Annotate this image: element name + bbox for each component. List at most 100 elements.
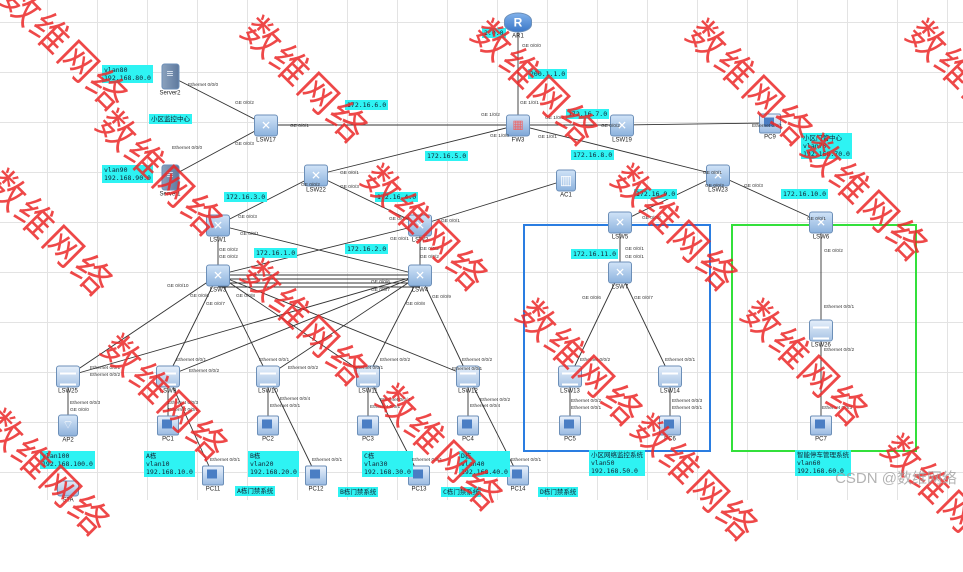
device-lsw17[interactable]: LSW17 [254, 114, 278, 144]
device-pc7[interactable]: PC7 [810, 415, 832, 443]
port-label: Ethernet 0/0/2 [580, 358, 611, 363]
port-label: GE 0/0/2 [235, 101, 254, 106]
link-lsw10-pc12 [267, 375, 317, 476]
b-door-system-tag: B栋门禁系统 [338, 487, 379, 497]
device-lsw5[interactable]: LSW5 [608, 211, 632, 241]
link-lsw22-lsw2 [315, 174, 421, 226]
port-label: GE 0/0/3 [389, 217, 408, 222]
port-label: GE 0/0/0 [522, 44, 541, 49]
port-label: GE 1/0/3 [545, 116, 564, 121]
pc-icon [457, 415, 479, 436]
monitor-center-tag: 小区监控中心 [149, 114, 192, 124]
ap2-vlan-tag: vlan100 192.168.100.0 [40, 451, 95, 469]
port-label: Ethernet 0/0/1 [752, 124, 783, 129]
device-lsw1[interactable]: LSW1 [206, 214, 230, 244]
port-label: Ethernet 0/0/1 [168, 408, 199, 413]
switch-icon [608, 261, 632, 284]
pc-icon [157, 415, 179, 436]
video-system-tag: 小区网络监控系统 vlan50 192.168.50.0 [589, 450, 645, 476]
port-label: GE 1/0/2 [481, 113, 500, 118]
device-lsw19[interactable]: LSW19 [610, 114, 634, 144]
subnet-tag-172-16-7: 172.16.7.0 [566, 109, 610, 119]
link-lsw3-lsw12 [217, 274, 469, 377]
device-ap2[interactable]: AP2 [58, 414, 78, 444]
device-label: PC9 [764, 134, 776, 141]
port-label: Ethernet 0/0/2 [571, 399, 602, 404]
device-server1[interactable]: Server1 [159, 164, 181, 198]
device-label: PC6 [664, 436, 676, 443]
port-label: Ethernet 0/0/1 [176, 358, 207, 363]
device-pc5[interactable]: PC5 [559, 415, 581, 443]
device-lsw9[interactable]: LSW9 [156, 365, 180, 395]
device-label: LSW23 [708, 187, 728, 194]
switch-icon [706, 164, 730, 187]
port-label: Ethernet 0/0/0 [172, 146, 203, 151]
link-fw3-lsw23 [517, 124, 719, 176]
port-label: GE 1/0/1 [538, 135, 557, 140]
port-label: GE 0/0/2 [420, 247, 439, 252]
device-label: Server1 [159, 191, 181, 198]
device-lsw3[interactable]: LSW3 [206, 264, 230, 294]
device-sta[interactable]: STA [57, 480, 79, 504]
device-lsw23[interactable]: LSW23 [706, 164, 730, 194]
device-label: LSW7 [611, 284, 629, 291]
subnet-tag-wan: 200.1.1.0 [528, 69, 568, 79]
device-label: Server2 [159, 90, 181, 97]
device-lsw4[interactable]: LSW4 [408, 264, 432, 294]
device-ac1[interactable]: AC1 [556, 169, 576, 199]
port-label: GE 0/0/7 [371, 288, 390, 293]
device-lsw12[interactable]: LSW12 [456, 365, 480, 395]
device-server2[interactable]: Server2 [159, 63, 181, 97]
device-lsw25[interactable]: LSW25 [56, 365, 80, 395]
link-lsw3-lsw9 [167, 274, 219, 377]
device-label: LSW5 [611, 234, 629, 241]
device-pc1[interactable]: PC1 [157, 415, 179, 443]
device-lsw14[interactable]: LSW14 [658, 365, 682, 395]
device-lsw26[interactable]: LSW26 [809, 319, 833, 349]
device-label: PC7 [815, 436, 827, 443]
device-label: LSW19 [612, 137, 632, 144]
port-label: GE 0/0/3 [340, 185, 359, 190]
port-label: Ethernet 0/0/1 [412, 458, 443, 463]
device-label: LSW4 [411, 287, 429, 294]
device-lsw11[interactable]: LSW11 [356, 365, 380, 395]
device-lsw10[interactable]: LSW10 [256, 365, 280, 395]
device-label: PC4 [462, 436, 474, 443]
pc-icon [810, 415, 832, 436]
device-pc4[interactable]: PC4 [457, 415, 479, 443]
port-label: Ethernet 0/0/1 [259, 358, 290, 363]
port-label: Ethernet 0/0/3 [70, 401, 101, 406]
subnet-tag-172-16-2: 172.16.2.0 [345, 244, 389, 254]
port-label: GE 0/0/3 [235, 142, 254, 147]
device-label: PC2 [262, 436, 274, 443]
property-center-tag: 小区门管中心 vlan70 192.168.70.0 [801, 133, 852, 159]
device-ar1[interactable]: AR1 [504, 12, 532, 40]
device-lsw2[interactable]: LSW2 [408, 214, 432, 244]
device-lsw22[interactable]: LSW22 [304, 164, 328, 194]
device-label: PC12 [308, 486, 324, 493]
device-pc2[interactable]: PC2 [257, 415, 279, 443]
switch-icon [408, 264, 432, 287]
link-layer [67, 22, 822, 476]
server1-vlan-tag: vlan90 192.168.90.0 [102, 165, 153, 183]
server-icon [160, 63, 179, 90]
port-label: GE 0/0/9 [432, 295, 451, 300]
device-pc6[interactable]: PC6 [659, 415, 681, 443]
device-pc11[interactable]: PC11 [202, 465, 224, 493]
device-label: PC13 [411, 486, 427, 493]
device-label: AC1 [560, 192, 572, 199]
device-pc9[interactable]: PC9 [759, 113, 781, 141]
port-label: Ethernet 0/0/4 [470, 404, 501, 409]
device-lsw7[interactable]: LSW7 [608, 261, 632, 291]
subnet-tag-172-16-10: 172.16.10.0 [781, 189, 829, 199]
port-label: GE 0/0/1 [441, 219, 460, 224]
device-pc3[interactable]: PC3 [357, 415, 379, 443]
switch-icon [256, 365, 280, 388]
device-pc14[interactable]: PC14 [507, 465, 529, 493]
device-lsw6[interactable]: LSW6 [809, 211, 833, 241]
port-label: GE 0/0/6 [190, 294, 209, 299]
device-lsw13[interactable]: LSW13 [558, 365, 582, 395]
device-pc12[interactable]: PC12 [305, 465, 327, 493]
device-fw3[interactable]: FW3 [506, 114, 530, 144]
link-lsw19-pc9 [621, 122, 771, 126]
